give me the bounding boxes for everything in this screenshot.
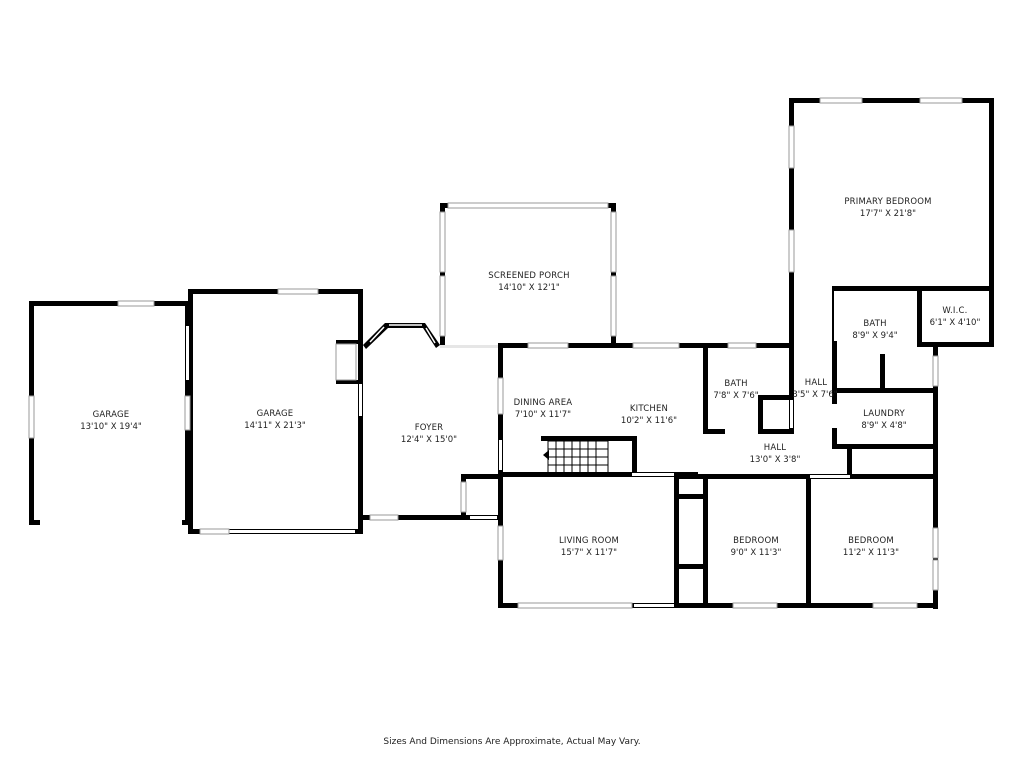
room-name-bath-hall: BATH — [724, 379, 747, 389]
room-dims-hall-lower: 13'0" X 3'8" — [750, 455, 801, 465]
room-name-laundry: LAUNDRY — [863, 409, 905, 419]
room-name-wic: W.I.C. — [942, 306, 967, 316]
bay-window — [363, 323, 498, 349]
room-name-primary-bedroom: PRIMARY BEDROOM — [844, 197, 931, 207]
door-openings — [40, 291, 850, 607]
room-dims-hall-upper: 3'5" X 7'6" — [792, 390, 837, 400]
room-dims-bath-primary: 8'9" X 9'4" — [852, 331, 897, 341]
room-dims-laundry: 8'9" X 4'8" — [861, 421, 906, 431]
room-dims-bedroom-middle: 9'0" X 11'3" — [731, 548, 782, 558]
disclaimer: Sizes And Dimensions Are Approximate, Ac… — [383, 737, 640, 747]
room-dims-living-room: 15'7" X 11'7" — [561, 548, 617, 558]
room-dims-garage-left: 13'10" X 19'4" — [80, 422, 142, 432]
walls — [29, 98, 994, 609]
room-name-garage-left: GARAGE — [93, 410, 130, 420]
room-name-bedroom-middle: BEDROOM — [733, 536, 779, 546]
room-name-hall-upper: HALL — [805, 378, 828, 388]
room-dims-bath-hall: 7'8" X 7'6" — [713, 391, 758, 401]
room-name-garage-right: GARAGE — [257, 409, 294, 419]
room-dims-screened-porch: 14'10" X 12'1" — [498, 283, 560, 293]
room-name-foyer: FOYER — [415, 423, 444, 433]
room-name-hall-lower: HALL — [764, 443, 787, 453]
room-name-dining-area: DINING AREA — [514, 398, 573, 408]
room-dims-wic: 6'1" X 4'10" — [930, 318, 981, 328]
room-name-living-room: LIVING ROOM — [559, 536, 619, 546]
room-dims-foyer: 12'4" X 15'0" — [401, 435, 457, 445]
stairs — [543, 440, 609, 474]
room-dims-primary-bedroom: 17'7" X 21'8" — [860, 209, 916, 219]
room-name-bath-primary: BATH — [863, 319, 886, 329]
room-dims-kitchen: 10'2" X 11'6" — [621, 416, 677, 426]
room-dims-garage-right: 14'11" X 21'3" — [244, 421, 306, 431]
room-dims-bedroom-right: 11'2" X 11'3" — [843, 548, 899, 558]
room-labels: GARAGE 13'10" X 19'4" GARAGE 14'11" X 21… — [80, 197, 980, 558]
room-name-screened-porch: SCREENED PORCH — [488, 271, 569, 281]
room-name-bedroom-right: BEDROOM — [848, 536, 894, 546]
room-dims-dining-area: 7'10" X 11'7" — [515, 410, 571, 420]
windows — [28, 97, 963, 609]
room-name-kitchen: KITCHEN — [630, 404, 668, 414]
